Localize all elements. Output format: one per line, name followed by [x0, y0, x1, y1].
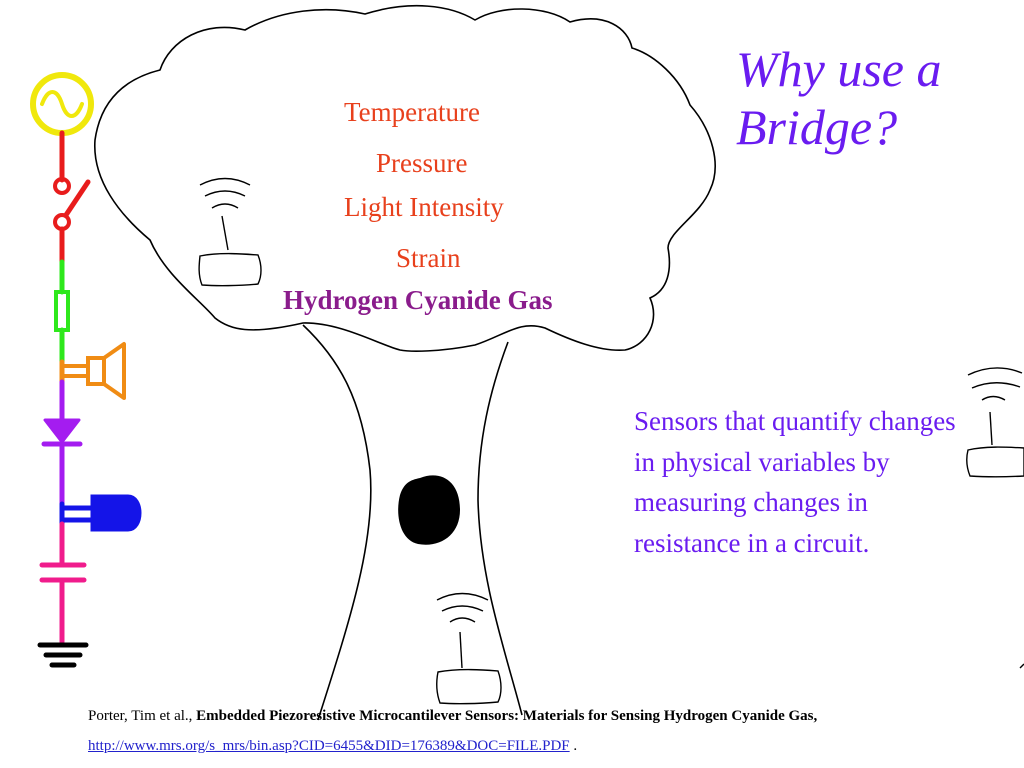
- variable-temperature: Temperature: [344, 97, 481, 127]
- diode-icon: [43, 418, 81, 444]
- sensor-description: Sensors that quantify changes in physica…: [634, 406, 956, 558]
- tree-knothole: [398, 475, 460, 545]
- tree-crown-outline: [94, 5, 716, 352]
- edge-mark: [1019, 663, 1024, 669]
- citation-url-link[interactable]: http://www.mrs.org/s_mrs/bin.asp?CID=645…: [88, 738, 570, 754]
- variable-pressure: Pressure: [376, 148, 468, 178]
- lamp-icon: [90, 494, 142, 532]
- slide-title: Why use a Bridge?: [736, 41, 942, 155]
- citation-title: Embedded Piezoresistive Microcantilever …: [196, 708, 818, 724]
- speaker-icon: [102, 342, 126, 400]
- circuit-schematic: [30, 72, 142, 668]
- citation-line: Porter, Tim et al., Embedded Piezoresist…: [88, 708, 817, 725]
- ac-wave-icon: [40, 90, 84, 118]
- citation-url-line: http://www.mrs.org/s_mrs/bin.asp?CID=645…: [88, 737, 577, 755]
- resistor-icon: [54, 290, 70, 332]
- citation-authors: Porter, Tim et al.,: [88, 708, 197, 724]
- variable-light-intensity: Light Intensity: [344, 192, 504, 222]
- variable-hydrogen-cyanide-gas: Hydrogen Cyanide Gas: [283, 285, 553, 315]
- citation-end: .: [569, 738, 578, 754]
- sensor-signal-icon-2: [435, 592, 502, 705]
- variable-strain: Strain: [396, 243, 461, 273]
- tree-trunk-left: [302, 324, 372, 721]
- tree-drawing: [94, 5, 716, 721]
- tree-trunk-right: [477, 341, 523, 716]
- switch-icon: [53, 177, 71, 195]
- sensor-signal-icon-1: [198, 177, 262, 287]
- sensor-signal-icon-3: [965, 367, 1024, 478]
